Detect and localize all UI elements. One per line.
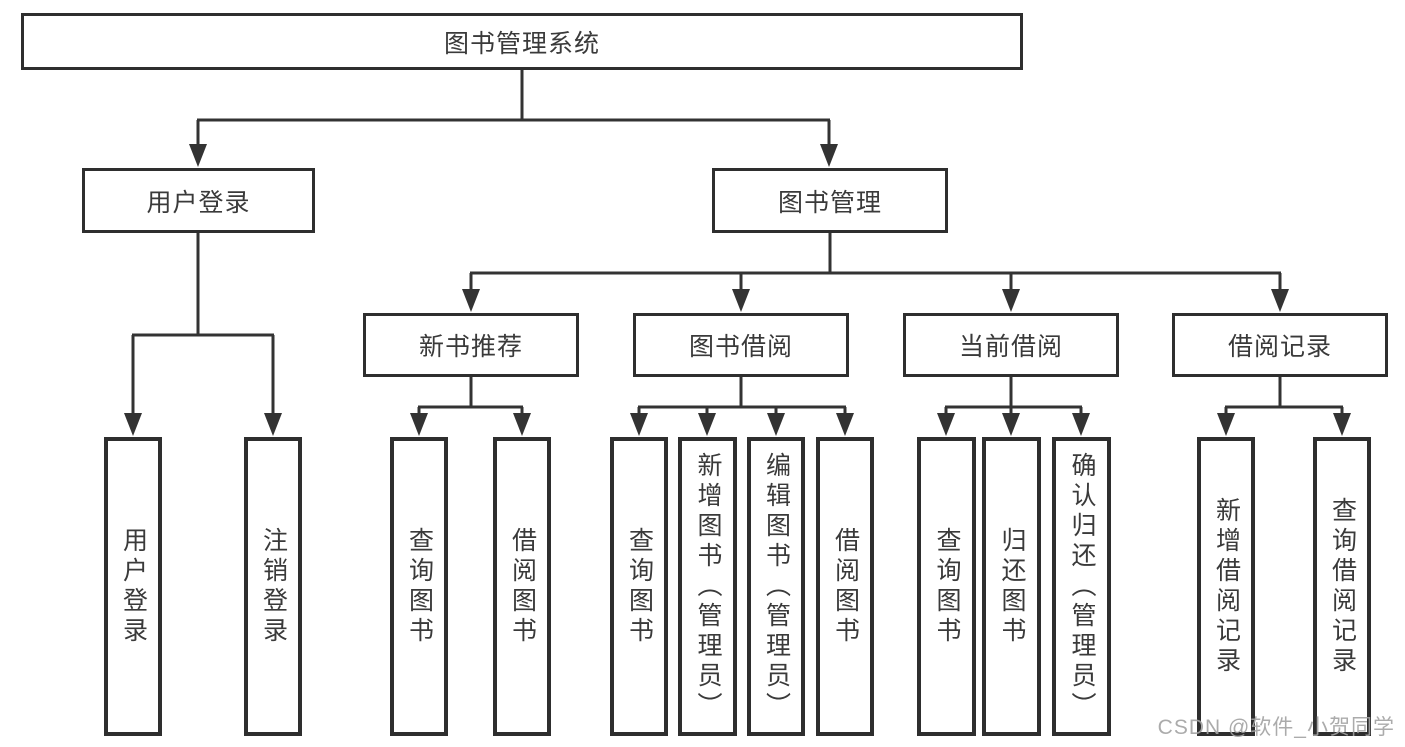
node-label: 当前借阅 xyxy=(958,333,1063,361)
leaf-add-book-admin: 新增图书（管理员） xyxy=(678,437,737,736)
node-label: 注销登录 xyxy=(259,526,288,647)
node-label: 查询借阅记录 xyxy=(1328,496,1357,677)
leaf-query-books-borrowing: 查询图书 xyxy=(610,437,668,736)
node-label: 用户登录 xyxy=(119,526,148,647)
node-label: 新增图书（管理员） xyxy=(694,451,722,722)
arrowheads xyxy=(124,144,1351,436)
node-book-management: 图书管理 xyxy=(712,168,948,233)
leaf-confirm-return-admin: 确认归还（管理员） xyxy=(1052,437,1111,736)
node-label: 查询图书 xyxy=(405,526,434,647)
node-borrowing-records: 借阅记录 xyxy=(1172,313,1388,377)
node-label: 用户登录 xyxy=(146,188,251,217)
node-user-login: 用户登录 xyxy=(82,168,315,233)
leaf-query-borrow-record: 查询借阅记录 xyxy=(1313,437,1371,736)
node-label: 确认归还（管理员） xyxy=(1068,451,1096,722)
leaf-query-books-recommend: 查询图书 xyxy=(390,437,448,736)
node-label: 新增借阅记录 xyxy=(1212,496,1241,677)
node-label: 新书推荐 xyxy=(418,333,523,361)
node-label: 图书管理 xyxy=(777,188,882,217)
node-label: 查询图书 xyxy=(625,526,654,647)
leaf-add-borrow-record: 新增借阅记录 xyxy=(1197,437,1255,736)
leaf-edit-book-admin: 编辑图书（管理员） xyxy=(747,437,805,736)
node-label: 编辑图书（管理员） xyxy=(762,451,791,722)
leaf-logout-login: 注销登录 xyxy=(244,437,302,736)
leaf-query-books-current: 查询图书 xyxy=(917,437,976,736)
watermark-text: CSDN @软件_小贺同学 xyxy=(1157,716,1395,739)
node-label: 借阅图书 xyxy=(831,526,860,647)
leaf-borrow-books: 借阅图书 xyxy=(816,437,874,736)
node-label: 图书借阅 xyxy=(688,333,793,361)
node-current-borrowing: 当前借阅 xyxy=(903,313,1119,377)
node-book-borrowing: 图书借阅 xyxy=(633,313,849,377)
node-label: 借阅记录 xyxy=(1227,333,1332,361)
node-library-management-system: 图书管理系统 xyxy=(21,13,1023,70)
leaf-return-book: 归还图书 xyxy=(982,437,1041,736)
node-new-book-recommendation: 新书推荐 xyxy=(363,313,579,377)
node-label: 图书管理系统 xyxy=(443,29,600,58)
leaf-user-login: 用户登录 xyxy=(104,437,162,736)
node-label: 查询图书 xyxy=(933,526,961,647)
leaf-borrow-books-recommend: 借阅图书 xyxy=(493,437,551,736)
node-label: 借阅图书 xyxy=(508,526,537,647)
node-label: 归还图书 xyxy=(998,526,1026,647)
